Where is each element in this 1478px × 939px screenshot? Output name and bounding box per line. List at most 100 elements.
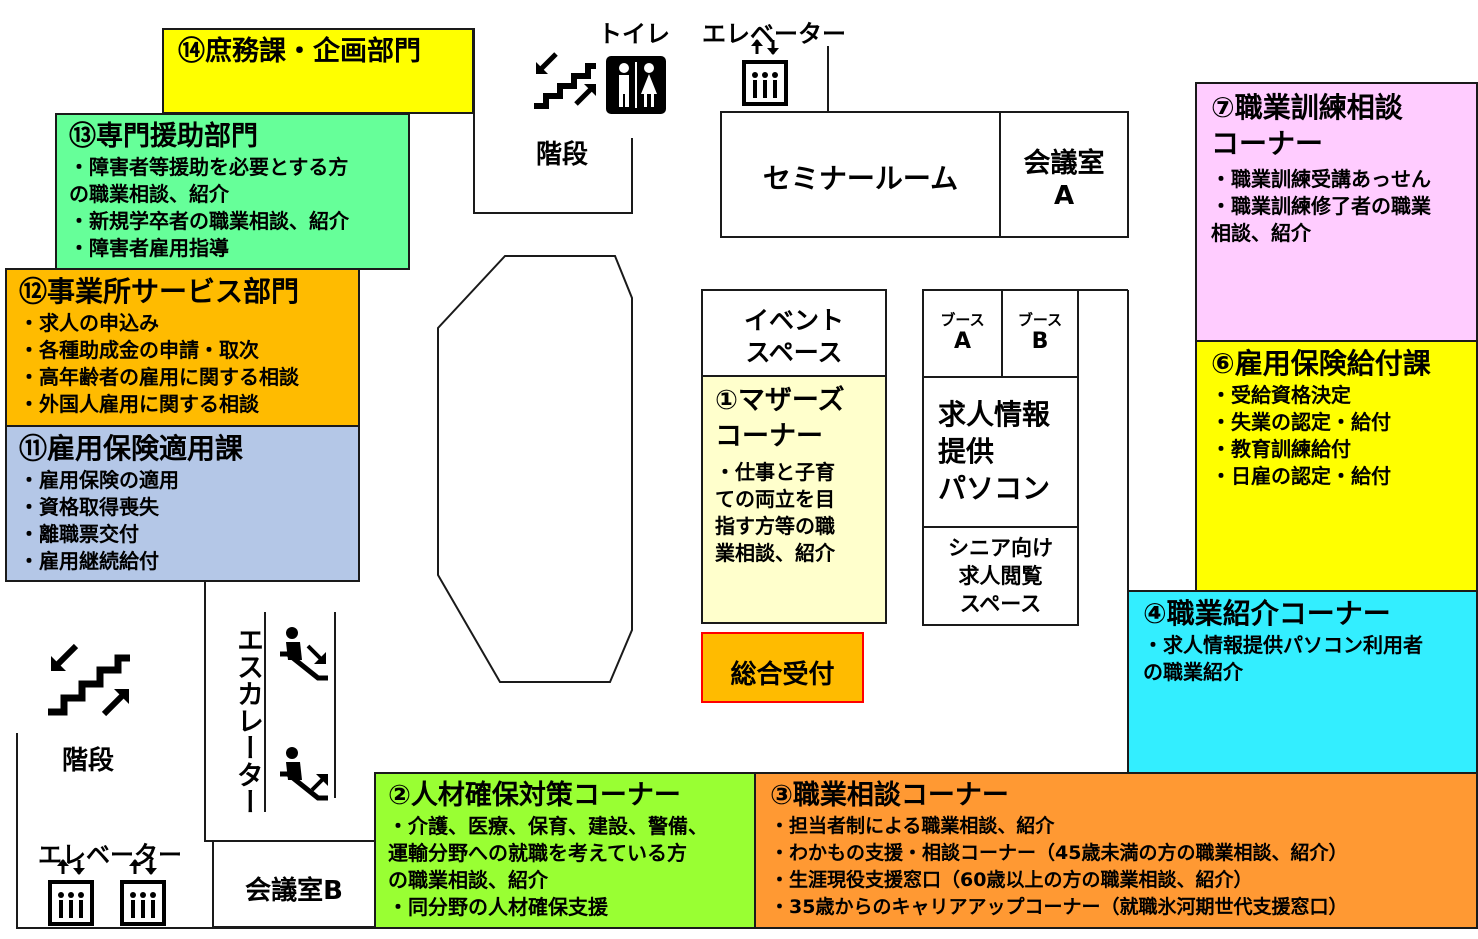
meeting-room-a-label: 会議室 xyxy=(1023,148,1105,179)
dept-4-title: ④職業紹介コーナー xyxy=(1143,597,1391,630)
stairs-bottom-label: 階段 xyxy=(62,746,115,776)
dept-1-title-line1: ①マザーズ xyxy=(715,385,845,416)
dept-1-item: ての両立を目 xyxy=(715,487,835,511)
toilet-label: トイレ xyxy=(598,20,670,48)
dept-6-item: ・日雇の認定・給付 xyxy=(1211,464,1391,489)
event-space: イベント スペース xyxy=(701,289,887,377)
elevator-icon xyxy=(48,859,94,926)
senior-line: スペース xyxy=(959,592,1042,616)
event-space-label-line1: イベント xyxy=(743,306,844,335)
wall-line xyxy=(473,28,475,214)
seminar-room: セミナールーム xyxy=(720,111,1001,238)
dept-1-item: 指す方等の職 xyxy=(715,514,835,538)
dept-14-title: ⑭庶務課・企画部門 xyxy=(178,36,421,67)
booth-a: ブース A xyxy=(922,289,1003,378)
dept-6-item: ・失業の認定・給付 xyxy=(1211,410,1391,435)
meeting-room-b-label: 会議室B xyxy=(245,876,343,906)
dept-12-item: ・求人の申込み xyxy=(19,311,159,336)
reception-desk: 総合受付 xyxy=(701,632,864,703)
wall-line xyxy=(204,580,206,842)
wall-line xyxy=(1127,290,1129,770)
dept-13-specialized-assistance: ⑬専門援助部門 ・障害者等援助を必要とする方 の職業相談、紹介 ・新規学卒者の職… xyxy=(55,113,410,270)
dept-2-item: 運輸分野への就職を考えている方 xyxy=(388,841,687,866)
dept-3-item: ・わかもの支援・相談コーナー（45歳未満の方の職業相談、紹介） xyxy=(770,842,1348,865)
escalator-label: エスカレーター xyxy=(232,626,263,815)
dept-4-item: の職業紹介 xyxy=(1143,660,1243,685)
dept-2-human-resources-corner: ②人材確保対策コーナー ・介護、医療、保育、建設、警備、 運輸分野への就職を考え… xyxy=(374,772,756,929)
dept-12-item: ・外国人雇用に関する相談 xyxy=(19,392,259,417)
dept-7-item: ・職業訓練修了者の職業 xyxy=(1211,194,1431,218)
elevator-top-icon xyxy=(742,39,788,106)
dept-6-employment-insurance-benefits: ⑥雇用保険給付課 ・受給資格決定 ・失業の認定・給付 ・教育訓練給付 ・日雇の認… xyxy=(1195,340,1478,592)
atrium-outline xyxy=(437,255,633,683)
dept-4-job-placement-corner: ④職業紹介コーナー ・求人情報提供パソコン利用者 の職業紹介 xyxy=(1127,590,1478,774)
dept-3-item: ・35歳からのキャリアアップコーナー（就職氷河期世代支援窓口） xyxy=(770,896,1348,919)
wall-line xyxy=(631,138,633,214)
dept-13-item: ・障害者雇用指導 xyxy=(69,236,229,261)
restroom-icon xyxy=(606,56,666,114)
dept-11-item: ・資格取得喪失 xyxy=(19,495,159,520)
wall-line xyxy=(334,612,336,798)
dept-13-title: ⑬専門援助部門 xyxy=(69,121,258,152)
dept-7-item: 相談、紹介 xyxy=(1211,221,1311,245)
dept-6-item: ・教育訓練給付 xyxy=(1211,437,1351,462)
dept-14-general-affairs: ⑭庶務課・企画部門 xyxy=(162,28,474,114)
escalator-down-icon xyxy=(280,627,328,681)
dept-11-item: ・雇用保険の適用 xyxy=(19,468,179,493)
event-space-label-line2: スペース xyxy=(745,338,843,367)
dept-11-item: ・離職票交付 xyxy=(19,522,139,547)
senior-line: シニア向け xyxy=(948,536,1053,560)
dept-6-title: ⑥雇用保険給付課 xyxy=(1211,347,1431,380)
dept-7-item: ・職業訓練受講あっせん xyxy=(1211,167,1431,191)
stairs-top-label: 階段 xyxy=(536,140,589,170)
dept-7-vocational-training: ⑦職業訓練相談 コーナー ・職業訓練受講あっせん ・職業訓練修了者の職業 相談、… xyxy=(1195,82,1478,342)
booth-a-label: ブース xyxy=(940,311,985,329)
dept-3-item: ・担当者制による職業相談、紹介 xyxy=(770,815,1055,838)
wall-line xyxy=(473,212,633,214)
reception-label: 総合受付 xyxy=(730,660,835,690)
dept-3-item: ・生涯現役支援窓口（60歳以上の方の職業相談、紹介） xyxy=(770,869,1253,892)
booth-b-label: ブース xyxy=(1017,311,1063,329)
dept-1-mothers-corner: ①マザーズ コーナー ・仕事と子育 ての両立を目 指す方等の職 業相談、紹介 xyxy=(701,375,887,624)
job-info-pc-area: 求人情報 提供 パソコン xyxy=(922,376,1079,528)
booth-b: ブース B xyxy=(1001,289,1079,378)
dept-3-employment-consultation-corner: ③職業相談コーナー ・担当者制による職業相談、紹介 ・わかもの支援・相談コーナー… xyxy=(754,772,1478,929)
dept-4-item: ・求人情報提供パソコン利用者 xyxy=(1143,633,1423,658)
dept-6-item: ・受給資格決定 xyxy=(1211,383,1351,408)
dept-11-item: ・雇用継続給付 xyxy=(19,549,159,574)
dept-12-item: ・高年齢者の雇用に関する相談 xyxy=(19,365,299,390)
wall-line xyxy=(264,612,266,812)
dept-2-item: ・介護、医療、保育、建設、警備、 xyxy=(388,814,708,839)
seminar-room-label: セミナールーム xyxy=(762,162,959,195)
wall-line xyxy=(16,927,376,929)
booth-a-letter: A xyxy=(953,329,972,354)
meeting-room-a-letter: A xyxy=(1053,181,1075,211)
job-pc-line: 提供 xyxy=(938,435,995,468)
dept-7-title-line2: コーナー xyxy=(1211,127,1324,160)
dept-2-item: の職業相談、紹介 xyxy=(388,868,548,893)
wall-line xyxy=(827,46,829,112)
dept-1-item: ・仕事と子育 xyxy=(715,460,835,484)
wall-line xyxy=(16,733,18,929)
elevator-icon xyxy=(120,859,166,926)
dept-12-title: ⑫事業所サービス部門 xyxy=(19,275,300,308)
dept-1-item: 業相談、紹介 xyxy=(715,541,835,565)
dept-11-employment-insurance-application: ⑪雇用保険適用課 ・雇用保険の適用 ・資格取得喪失 ・離職票交付 ・雇用継続給付 xyxy=(5,425,360,582)
stairs-icon xyxy=(48,643,130,717)
meeting-room-a: 会議室 A xyxy=(999,111,1129,238)
meeting-room-b: 会議室B xyxy=(212,840,376,928)
dept-13-item: ・障害者等援助を必要とする方 xyxy=(69,155,349,180)
job-pc-line: パソコン xyxy=(938,472,1051,505)
dept-7-title-line1: ⑦職業訓練相談 xyxy=(1211,91,1403,124)
dept-13-item: ・新規学卒者の職業相談、紹介 xyxy=(69,209,349,234)
job-pc-line: 求人情報 xyxy=(938,398,1051,431)
dept-1-title-line2: コーナー xyxy=(715,421,823,452)
stairs-icon xyxy=(534,52,596,109)
dept-2-item: ・同分野の人材確保支援 xyxy=(388,895,608,920)
dept-11-title: ⑪雇用保険適用課 xyxy=(19,432,244,465)
senior-line: 求人閲覧 xyxy=(958,564,1043,588)
dept-3-title: ③職業相談コーナー xyxy=(770,780,1009,811)
dept-2-title: ②人材確保対策コーナー xyxy=(388,780,681,811)
escalator-up-icon xyxy=(280,747,328,801)
dept-13-item: の職業相談、紹介 xyxy=(69,182,229,207)
